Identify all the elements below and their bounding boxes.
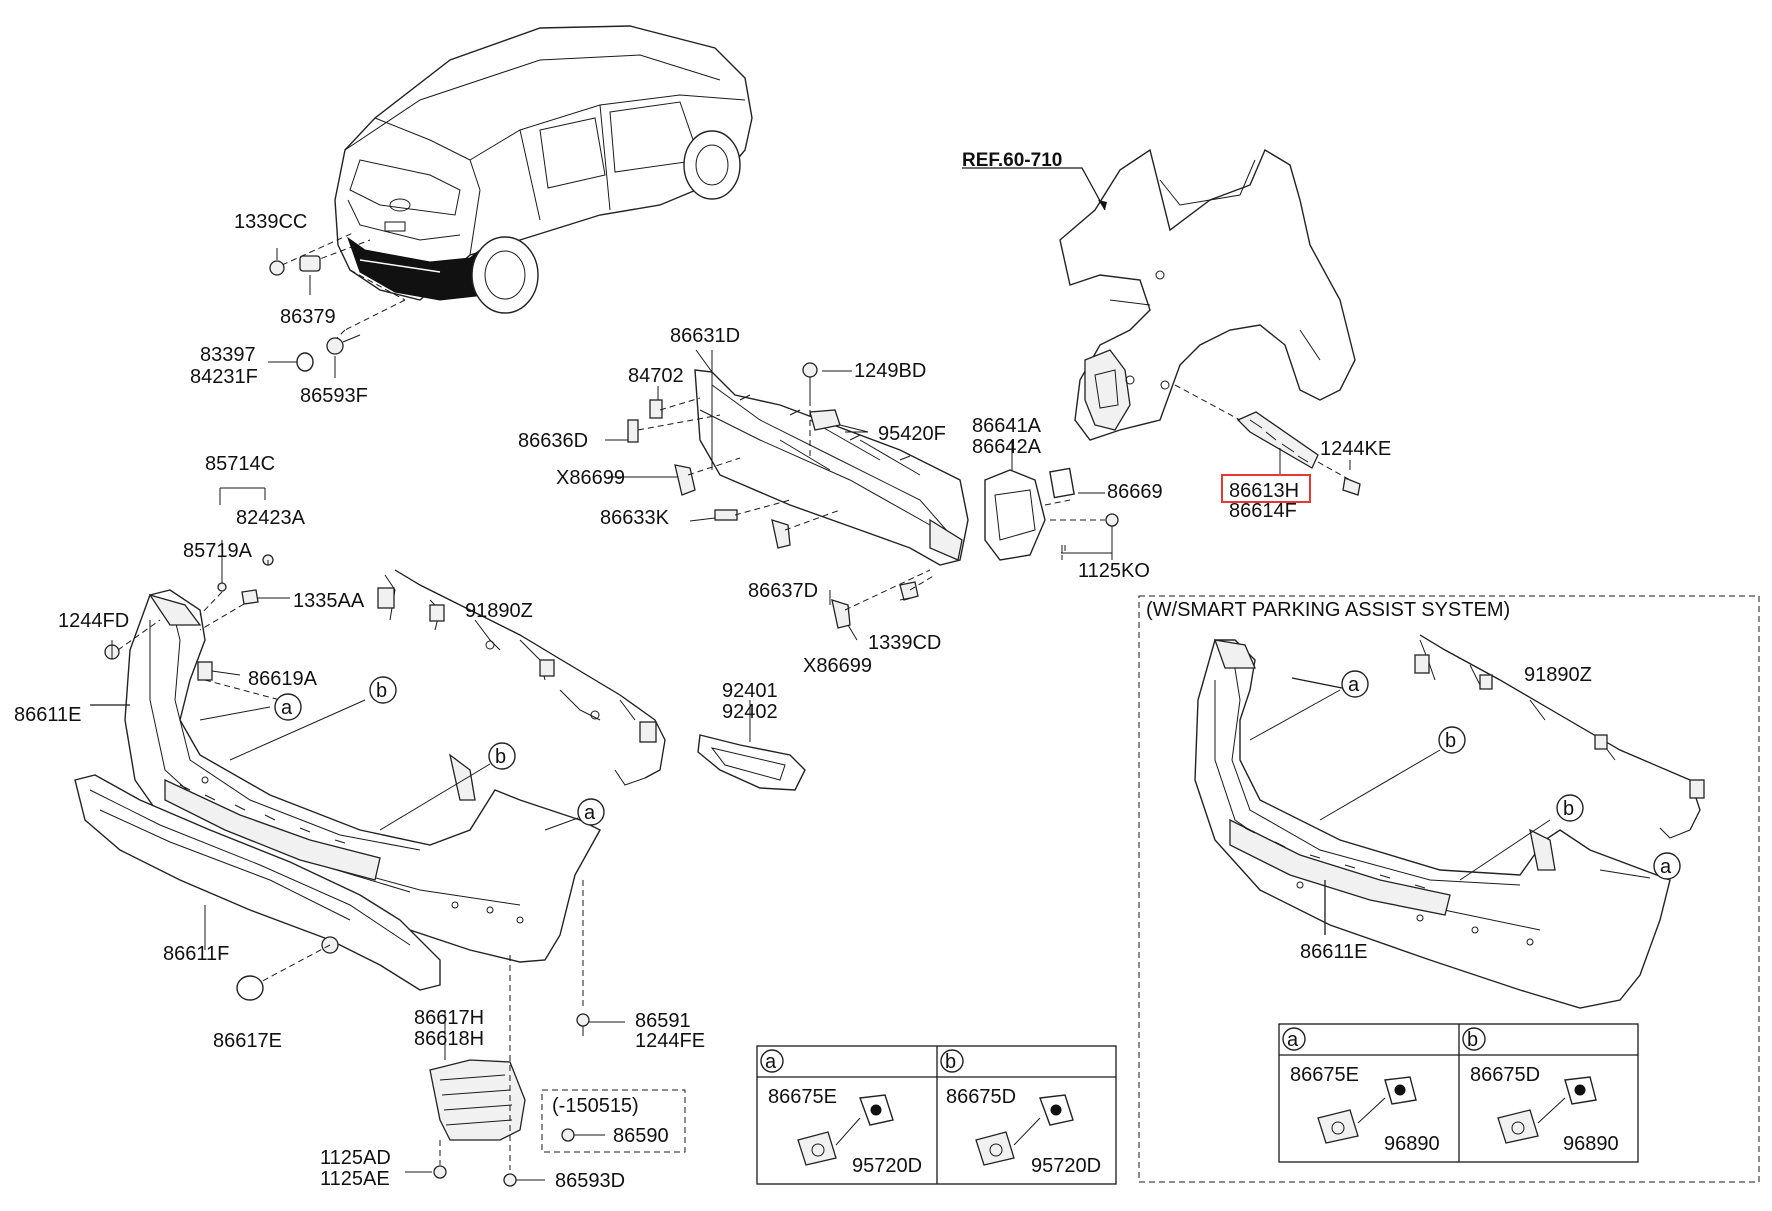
table-right-a-part2: 96890 (1384, 1133, 1440, 1155)
label-84231F: 84231F (190, 366, 258, 388)
table-left-a-letter: a (765, 1051, 777, 1073)
label-86593F: 86593F (300, 385, 368, 407)
label-86669: 86669 (1107, 481, 1163, 503)
callout-leaders (199, 689, 1651, 881)
highlight-box (1221, 474, 1311, 503)
label-86618H: 86618H (414, 1028, 484, 1050)
vehicle-illustration (334, 25, 753, 314)
label-1339CC: 1339CC (234, 211, 307, 233)
label-86593D: 86593D (555, 1170, 625, 1192)
table-right-b-part1: 86675D (1470, 1064, 1540, 1086)
label-86611E: 86611E (14, 704, 81, 726)
table-left-a-part2: 95720D (852, 1155, 922, 1177)
label-95420F: 95420F (878, 423, 946, 445)
label-1244KE: 1244KE (1320, 438, 1391, 460)
table-right-b-part2: 96890 (1563, 1133, 1619, 1155)
bottom-parts (405, 880, 686, 1187)
sensor-table-left: a b 86675E 95720D 86675D 95720D (756, 1045, 1117, 1185)
bumper-beam (627, 350, 969, 629)
label-86636D: 86636D (518, 430, 588, 452)
table-left-b-letter: b (945, 1051, 956, 1073)
label-86611F: 86611F (163, 943, 229, 965)
label-83397: 83397 (200, 344, 256, 366)
callout-a-2: a (584, 802, 596, 824)
callout-b-3: b (1445, 730, 1456, 752)
rear-quarter-illustration (962, 148, 1361, 496)
table-left-a-part1: 86675E (768, 1086, 837, 1108)
label-85719A: 85719A (183, 540, 253, 562)
top-left-parts (268, 231, 406, 378)
left-small-parts (90, 487, 290, 706)
label-86617E: 86617E (213, 1030, 282, 1052)
label-86633K: 86633K (600, 507, 670, 529)
label-1244FD: 1244FD (58, 610, 129, 632)
label-86617H: 86617H (414, 1007, 484, 1029)
side-bracket (984, 440, 1119, 561)
callout-a-4: a (1660, 856, 1672, 878)
table-right-a-letter: a (1287, 1029, 1299, 1051)
callout-b-2: b (495, 746, 506, 768)
ref-label: REF.60-710 (962, 150, 1062, 171)
table-left-b-part1: 86675D (946, 1086, 1016, 1108)
label-86631D: 86631D (670, 325, 740, 347)
label-86619A: 86619A (248, 668, 318, 690)
wiring-harness (377, 569, 666, 786)
callout-b-1: b (376, 680, 387, 702)
smart-parking-section (1138, 595, 1760, 1183)
table-left-b-part2: 95720D (1031, 1155, 1101, 1177)
label-X86699-a: X86699 (556, 467, 625, 489)
label-86591: 86591 (635, 1010, 691, 1032)
label-1339CD: 1339CD (868, 632, 941, 654)
label-92401: 92401 (722, 680, 778, 702)
label-91890Z: 91890Z (465, 600, 533, 622)
label-1125AD: 1125AD (320, 1147, 391, 1169)
label-1335AA: 1335AA (293, 590, 365, 612)
label-86613H: 86613H (1229, 480, 1299, 502)
label-86641A: 86641A (972, 415, 1042, 437)
callout-a-1: a (281, 697, 293, 719)
label-82423A: 82423A (236, 507, 306, 529)
label-leaders (605, 349, 1113, 641)
label-84702: 84702 (628, 365, 684, 387)
label-86614F: 86614F (1229, 500, 1297, 522)
label-92402: 92402 (722, 701, 778, 723)
label-85714C: 85714C (205, 453, 275, 475)
label-86379: 86379 (280, 306, 336, 328)
reflector (697, 700, 806, 791)
label-86637D: 86637D (748, 580, 818, 602)
label-1249BD: 1249BD (854, 360, 926, 382)
label-1125AE: 1125AE (320, 1168, 390, 1190)
label-86590: 86590 (613, 1125, 669, 1147)
table-right-a-part1: 86675E (1290, 1064, 1359, 1086)
sensor-table-right: a b 86675E 96890 86675D 96890 (1278, 1023, 1639, 1163)
label-1125KO: 1125KO (1078, 560, 1150, 582)
table-right-b-letter: b (1467, 1029, 1478, 1051)
label-150515: (-150515) (552, 1095, 639, 1117)
label-X86699-b: X86699 (803, 655, 872, 677)
label-86642A: 86642A (972, 436, 1042, 458)
callout-a-3: a (1348, 674, 1360, 696)
part-labels: 1339CC 86379 83397 84231F 86593F 86631D … (14, 150, 1592, 1192)
callout-circles: a b b a a b b a (274, 670, 1681, 880)
spa-label-91890Z: 91890Z (1524, 664, 1592, 686)
callout-b-4: b (1563, 798, 1574, 820)
label-1244FE: 1244FE (635, 1030, 705, 1052)
smart-parking-title: (W/SMART PARKING ASSIST SYSTEM) (1146, 599, 1510, 621)
lower-skirt (74, 774, 441, 1001)
spa-label-86611E: 86611E (1300, 941, 1367, 963)
